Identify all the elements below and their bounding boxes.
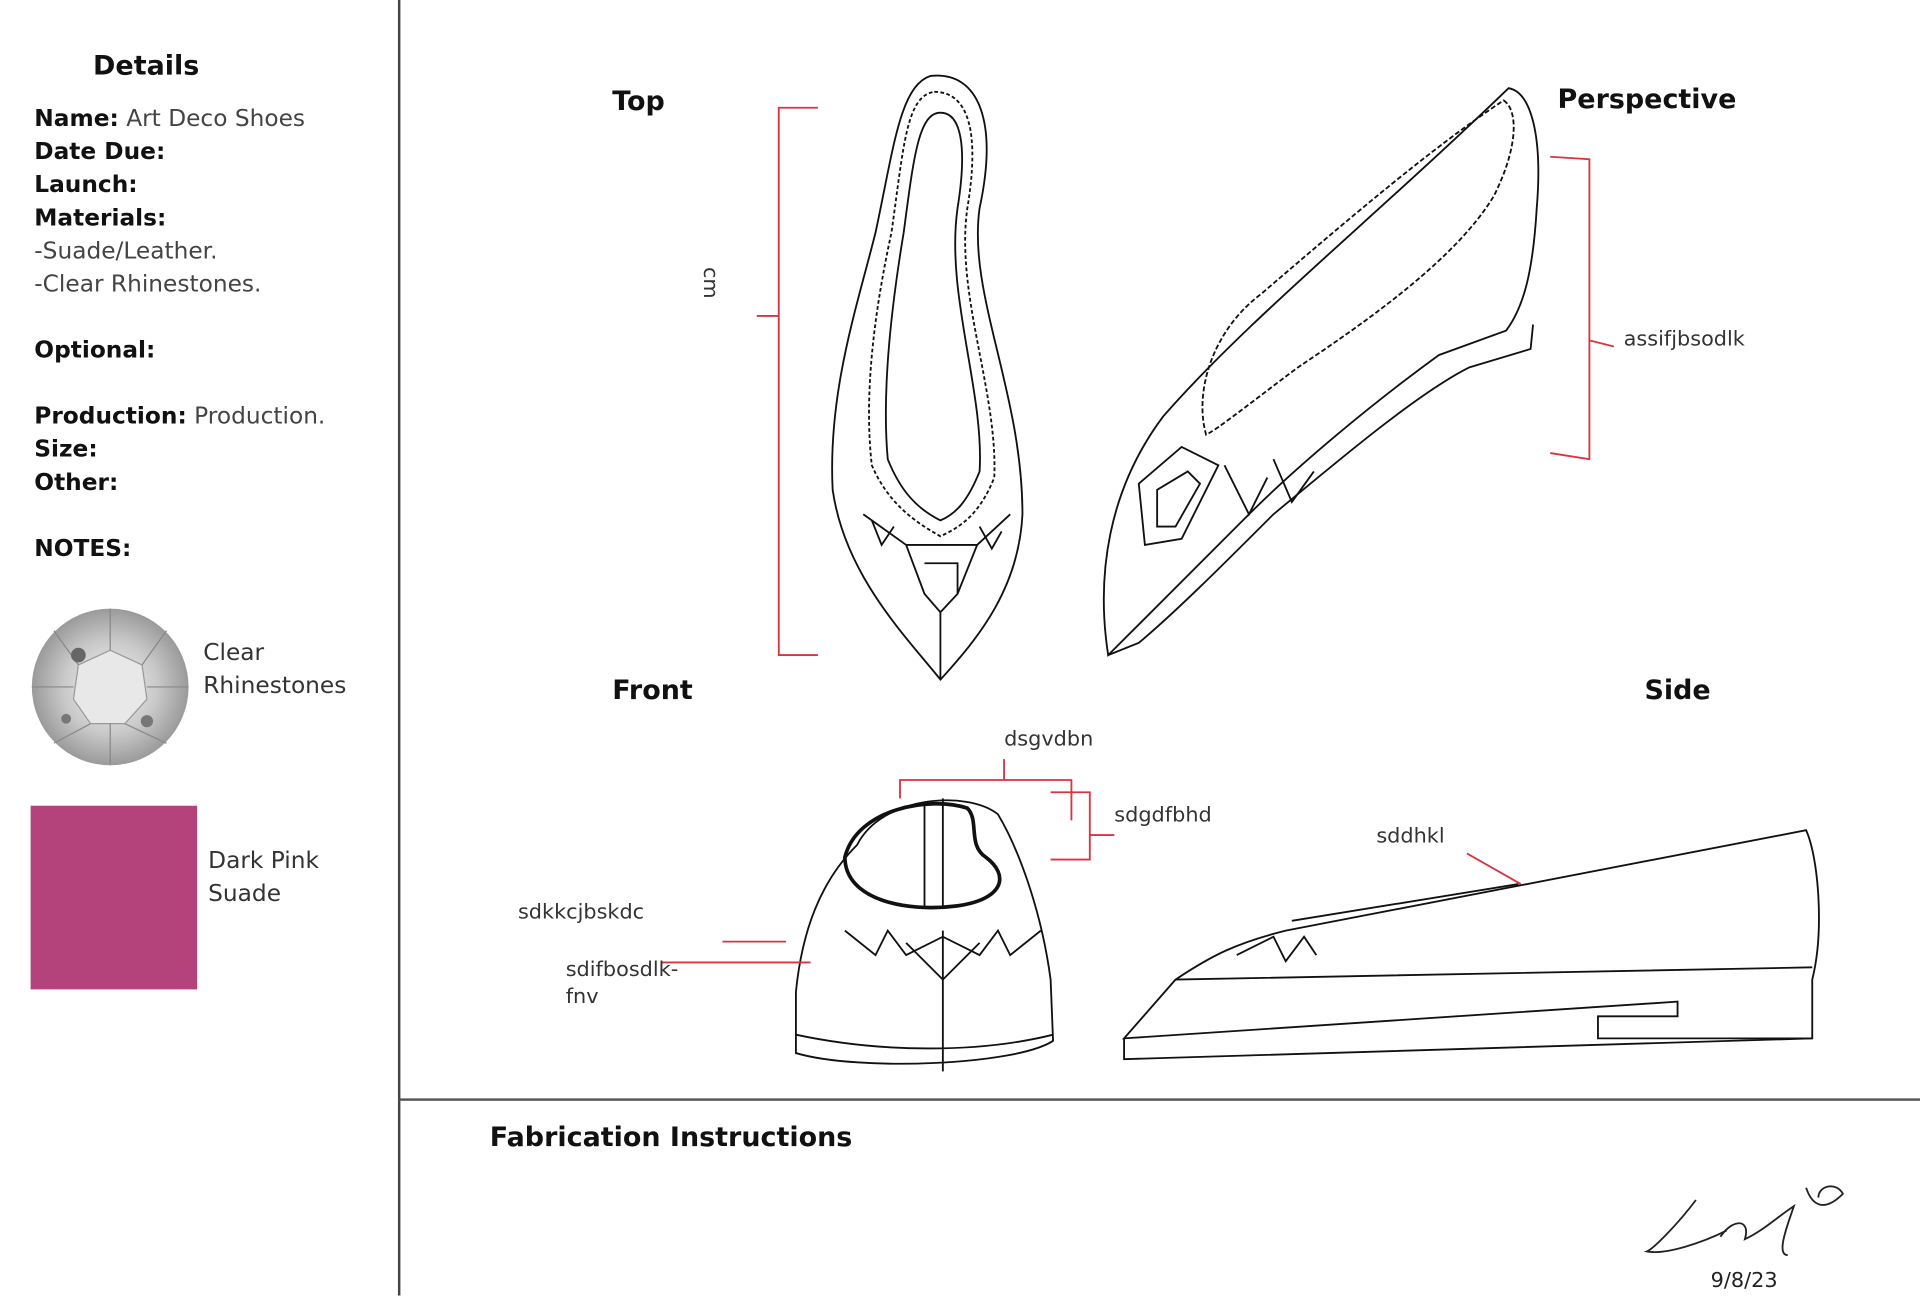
launch-label: Launch: <box>34 171 138 199</box>
top-view-shoe <box>831 74 1024 682</box>
other-label: Other: <box>34 468 119 496</box>
perspective-annotation: assifjbsodlk <box>1623 326 1745 352</box>
name-value: Art Deco Shoes <box>126 105 306 133</box>
front-annotation-left: sdkkcjbskdc <box>517 900 645 925</box>
name-label: Name: <box>34 105 119 133</box>
signature-date: 9/8/23 <box>1710 1268 1778 1294</box>
top-unit-label: cm <box>697 266 723 299</box>
sidebar-divider <box>397 0 400 1296</box>
dimension-lines <box>661 106 1615 964</box>
optional-label: Optional: <box>34 336 156 364</box>
date-due-label: Date Due: <box>34 138 166 166</box>
view-label-side: Side <box>1644 675 1711 707</box>
fabrication-title: Fabrication Instructions <box>489 1122 853 1154</box>
details-list: Name: Art Deco Shoes Date Due: Launch: M… <box>34 103 325 566</box>
material-item: -Clear Rhinestones. <box>34 270 262 298</box>
production-value: Production. <box>194 402 326 430</box>
details-title: Details <box>93 51 200 83</box>
production-label: Production: <box>34 402 187 430</box>
front-annotation-left-2: sdifbosdlk-fnv <box>565 957 679 1009</box>
front-annotation-top: dsgvdbn <box>1004 727 1094 752</box>
perspective-view-shoe <box>1102 87 1540 658</box>
material-item: -Suade/Leather. <box>34 237 218 265</box>
side-annotation: sddhkl <box>1376 824 1445 849</box>
side-view-shoe <box>1121 829 1820 1061</box>
view-label-top: Top <box>612 86 665 118</box>
front-annotation-right: sdgdfbhd <box>1114 803 1212 828</box>
front-view-shoe <box>795 798 1054 1072</box>
materials-label: Materials: <box>34 204 167 232</box>
signature-drawing <box>1643 1185 1844 1257</box>
notes-label: NOTES: <box>34 535 132 563</box>
view-label-front: Front <box>612 675 693 707</box>
view-label-perspective: Perspective <box>1557 84 1737 116</box>
size-label: Size: <box>34 435 98 463</box>
rhinestone-swatch-image <box>31 608 189 766</box>
dark-pink-suade-swatch <box>30 805 198 990</box>
fabrication-divider <box>399 1098 1920 1101</box>
